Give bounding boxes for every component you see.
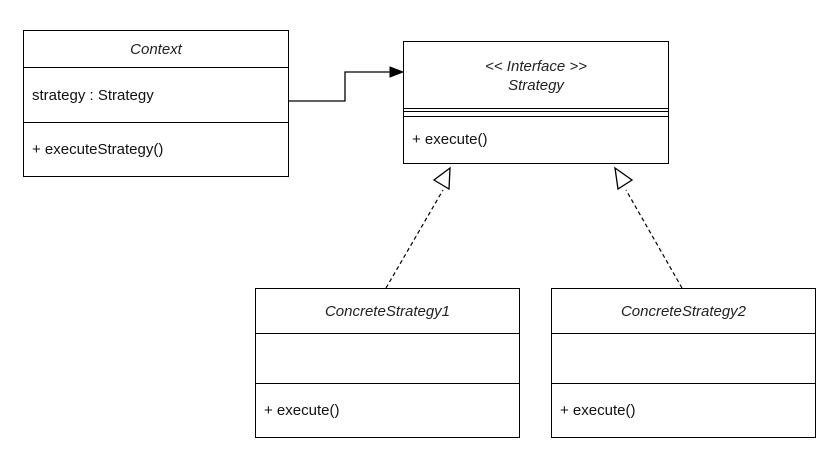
context-operation: + executeStrategy() [32,141,164,158]
realization-line-1 [385,189,444,289]
context-attributes: strategy : Strategy [24,67,288,122]
concrete-strategy-2-class-name: ConcreteStrategy2 [552,289,815,333]
concrete-strategy-1-class-name: ConcreteStrategy1 [256,289,519,333]
concrete-strategy-1-operation: + execute() [264,402,340,419]
strategy-interface[interactable]: << Interface >> Strategy + execute() [403,41,669,164]
concrete-strategy-1-operations: + execute() [256,383,519,437]
strategy-class-name: << Interface >> Strategy [404,42,668,108]
realization-line-2 [625,189,683,289]
strategy-operations: + execute() [404,116,668,161]
context-name-text: Context [130,40,182,58]
concrete-strategy-1-class[interactable]: ConcreteStrategy1 + execute() [255,288,520,438]
realization-arrowhead-1 [432,166,451,191]
context-attribute: strategy : Strategy [32,86,154,104]
strategy-attributes [404,108,668,116]
strategy-name-text: Strategy [508,77,564,94]
concrete-strategy-1-name-text: ConcreteStrategy1 [324,302,451,320]
strategy-operation: + execute() [412,130,488,148]
concrete-strategy-2-attributes [552,333,815,383]
realization-arrowhead-2 [614,166,634,191]
concrete-strategy-1-attributes [256,333,519,383]
association-arrowhead [389,66,405,78]
context-operations: + executeStrategy() [24,122,288,176]
concrete-strategy-2-operations: + execute() [552,383,815,437]
context-class[interactable]: Context strategy : Strategy + executeStr… [23,30,289,177]
concrete-strategy-2-operation: + execute() [560,402,636,419]
concrete-strategy-2-class[interactable]: ConcreteStrategy2 + execute() [551,288,816,438]
context-class-name: Context [24,31,288,67]
association-line [289,71,392,102]
concrete-strategy-2-name-text: ConcreteStrategy2 [620,302,747,320]
strategy-stereotype: << Interface >> [485,58,587,75]
